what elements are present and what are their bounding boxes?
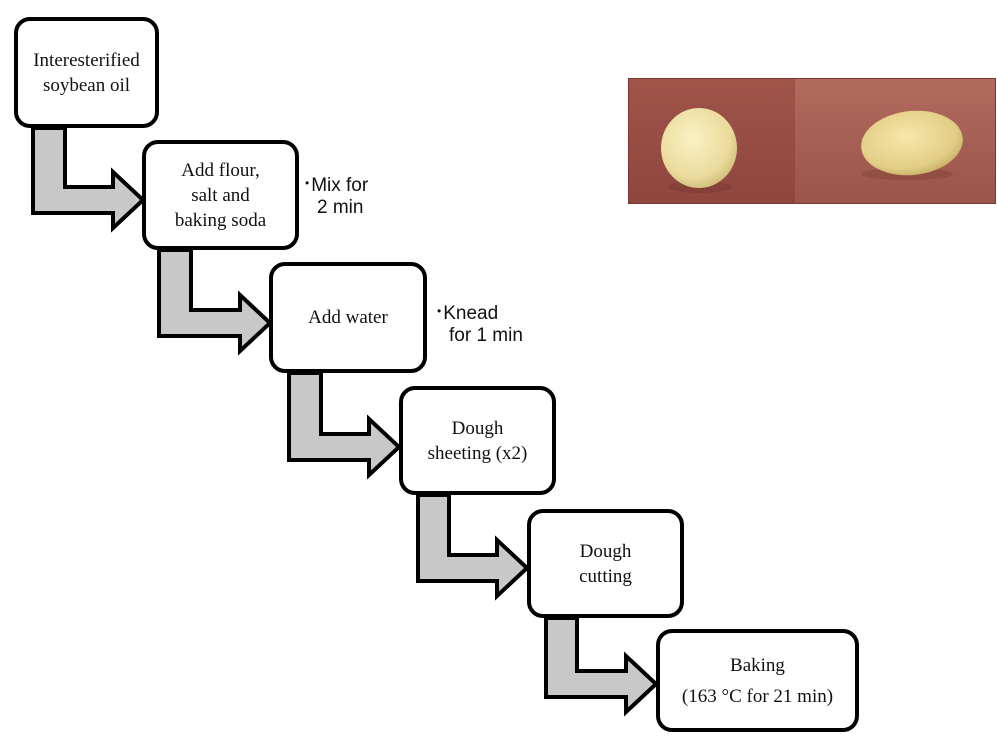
step-5-line-2: cutting xyxy=(579,565,632,587)
step-1-line-2: soybean oil xyxy=(42,74,131,96)
step-4-line-1: Dough xyxy=(451,417,504,439)
step-add-flour-salt-baking-soda: Add flour, salt and baking soda xyxy=(142,140,299,250)
step-3-line-1: Add water xyxy=(308,307,388,328)
step-6-line-2: (163 °C for 21 min) xyxy=(681,685,834,707)
note-knead-time: •Knead for 1 min xyxy=(437,300,523,347)
step-baking: Baking (163 °C for 21 min) xyxy=(656,629,859,732)
step-arrow-1 xyxy=(31,126,146,233)
note-2-line-2: for 1 min xyxy=(449,325,523,346)
step-arrow-4 xyxy=(416,493,530,601)
note-mix-time: •Mix for 2 min xyxy=(305,172,368,219)
step-dough-sheeting: Dough sheeting (x2) xyxy=(399,386,556,495)
step-dough-cutting: Dough cutting xyxy=(527,509,684,618)
step-2-line-1: Add flour, xyxy=(181,159,260,181)
note-2-line-1: Knead xyxy=(443,303,499,324)
step-arrow-3 xyxy=(287,371,402,480)
step-5-line-1: Dough xyxy=(579,540,632,562)
step-arrow-2 xyxy=(157,248,273,356)
note-1-bullet: • xyxy=(305,176,310,190)
cookie-dough-photo-icon xyxy=(629,79,995,203)
step-add-water: Add water xyxy=(269,262,427,373)
step-4-line-2: sheeting (x2) xyxy=(427,442,528,464)
step-2-line-3: baking soda xyxy=(174,209,267,231)
note-2-bullet: • xyxy=(437,304,442,318)
step-2-line-2: salt and xyxy=(191,184,250,206)
step-interesterified-soybean-oil: Interesterified soybean oil xyxy=(14,17,159,128)
note-1-line-2: 2 min xyxy=(317,197,364,218)
step-1-line-1: Interesterified xyxy=(33,49,140,71)
step-6-line-1: Baking xyxy=(730,654,785,676)
note-1-line-1: Mix for xyxy=(311,175,369,196)
dough-photo xyxy=(628,78,996,204)
step-arrow-5 xyxy=(544,616,659,717)
